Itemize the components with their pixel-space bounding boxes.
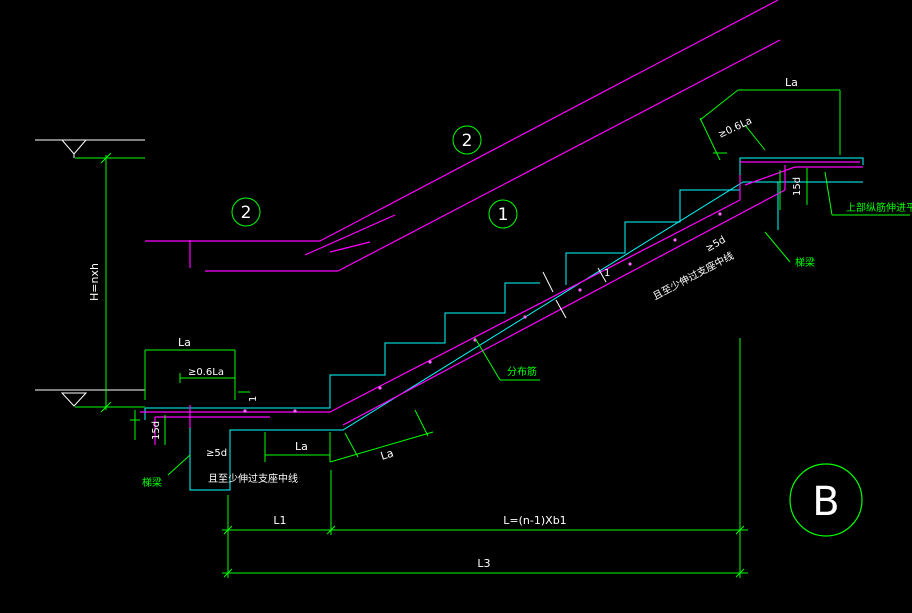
height-label: H=nxh [88, 263, 101, 301]
dim-l3-label: L3 [477, 557, 490, 570]
bottom-dimensions [222, 338, 748, 578]
top-note-leader [824, 171, 910, 216]
support-note-left: 且至少伸过支座中线 [208, 472, 298, 485]
la-top-min-label: ≥0.6La [717, 116, 754, 141]
section-marker-circle [789, 463, 863, 537]
height-dimension [75, 152, 145, 413]
la-left-dimension [144, 349, 250, 400]
distribution-leader [474, 337, 540, 381]
bar-2-lower-label: 2 [241, 203, 252, 223]
main-slab-rebar [140, 161, 863, 445]
small-1-right: 1 [597, 267, 610, 283]
section-marker-label: B [812, 479, 839, 525]
la-bottom-diag-label: La [379, 447, 395, 463]
five-d-right-label: ≥5d [704, 235, 728, 255]
elevation-marker-bottom [35, 389, 145, 407]
upper-slab-rebar [145, 0, 781, 272]
rebar-dots [243, 212, 722, 413]
beam-right-leader [764, 231, 791, 263]
la-top-label: La [785, 76, 798, 89]
la-top-dimension [699, 89, 841, 161]
support-note-right: 且至少伸过支座中线 [650, 249, 736, 303]
distribution-label: 分布筋 [507, 365, 537, 378]
hook-15d-right-label: 15d [792, 177, 803, 196]
hook-15d-right [779, 168, 808, 210]
la-left-min-label: ≥0.6La [188, 367, 224, 378]
bar-1-circle [488, 199, 518, 229]
la-bottom-mid-label: La [295, 440, 308, 453]
la-left-label: La [178, 336, 191, 349]
beam-left-leader [167, 454, 191, 476]
hook-15d-left [130, 410, 166, 445]
five-d-left-label: ≥5d [206, 448, 227, 459]
hook-15d-left-label: 15d [151, 421, 162, 440]
bar-1-label: 1 [498, 205, 509, 225]
bar-2-upper-circle [452, 125, 482, 155]
la-bottom-mid-dimension [264, 432, 331, 462]
stair-outline [144, 157, 864, 491]
bar-2-lower-circle [231, 197, 261, 227]
svg-text:1: 1 [604, 268, 610, 279]
small-1-left: 1 [248, 396, 259, 402]
top-note: 上部纵筋伸进平台 [846, 201, 912, 214]
beam-left-label: 梯梁 [142, 476, 162, 489]
dim-len-label: L=(n-1)Xb1 [503, 514, 566, 527]
beam-right-label: 梯梁 [795, 256, 815, 269]
elevation-marker-top [35, 139, 145, 158]
dim-l1-label: L1 [273, 514, 286, 527]
break-mark [542, 271, 567, 319]
bar-2-upper-label: 2 [462, 131, 473, 151]
la-bottom-diag-dimension [329, 409, 434, 463]
